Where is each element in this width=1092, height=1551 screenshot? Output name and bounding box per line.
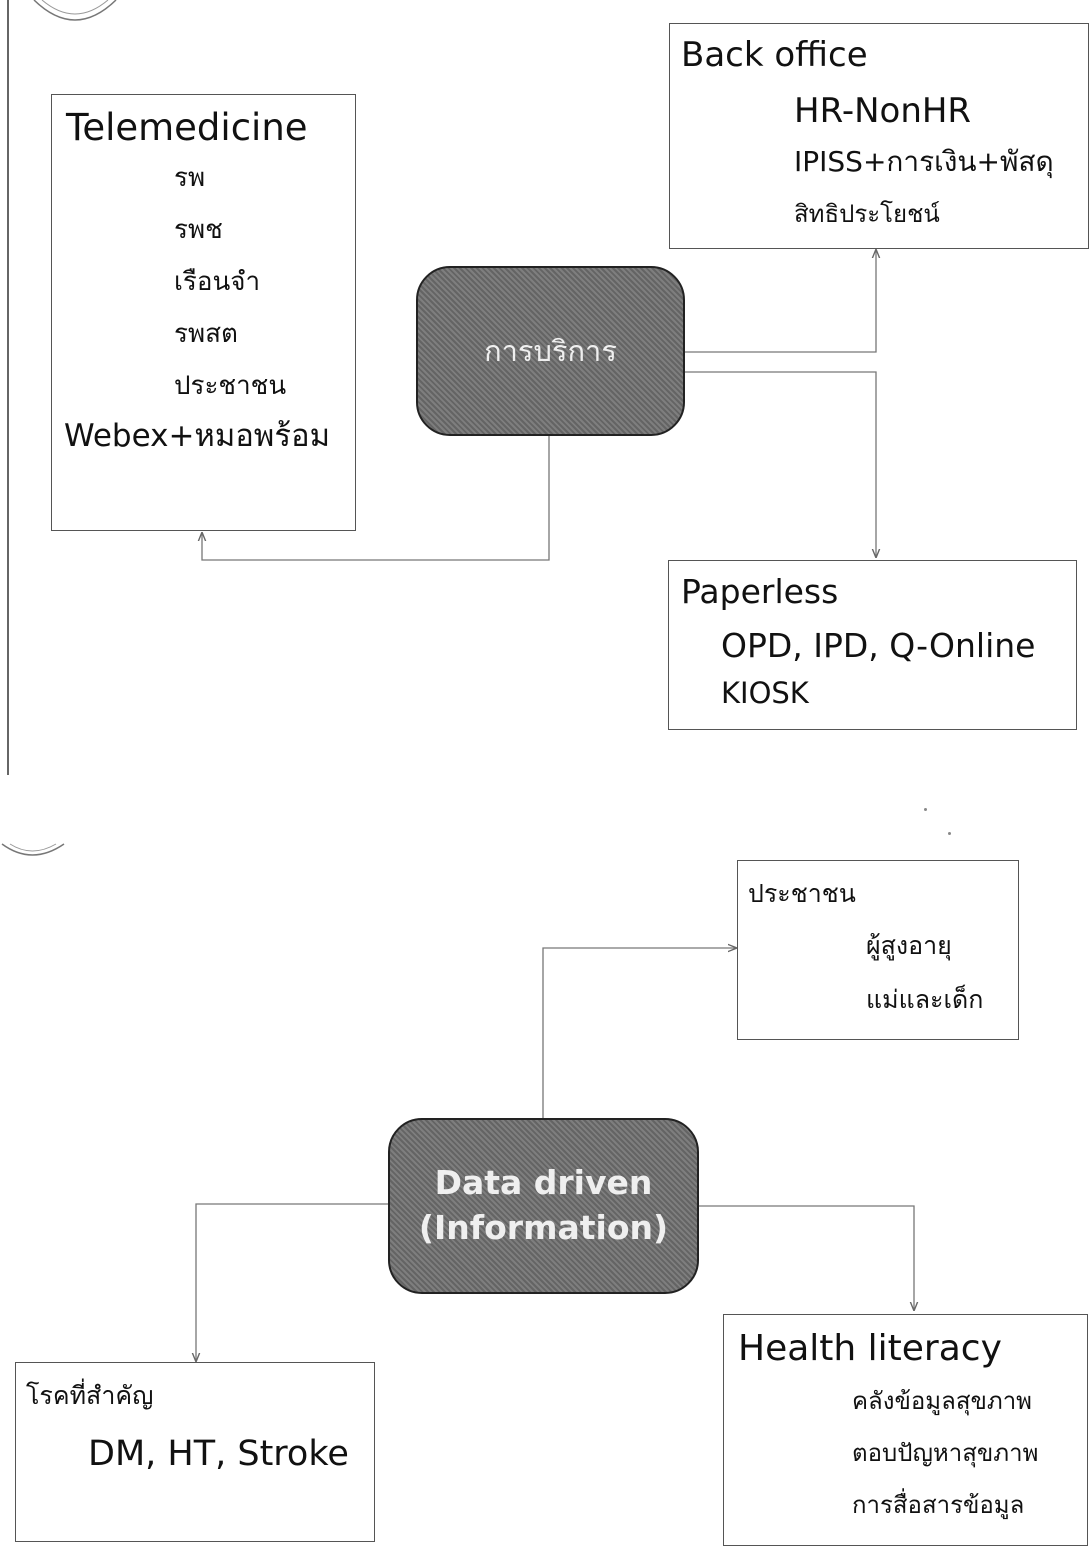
people-box: ประชาชน ผู้สูงอายุ แม่และเด็ก (737, 860, 1019, 1040)
people-item: ผู้สูงอายุ (866, 931, 952, 960)
connector-hub-to-back-office (684, 250, 876, 353)
data-driven-hub-line1: Data driven (434, 1163, 653, 1203)
people-title: ประชาชน (748, 879, 856, 908)
health-literacy-item: การสื่อสารข้อมูล (852, 1491, 1025, 1519)
data-driven-hub: Data driven (Information) (388, 1118, 699, 1294)
diseases-item: DM, HT, Stroke (88, 1434, 349, 1474)
back-office-item: สิทธิประโยชน์ (794, 200, 940, 228)
connector-data-to-people (542, 948, 736, 1118)
health-literacy-title: Health literacy (738, 1328, 1002, 1369)
connector-data-to-diseases (196, 1203, 390, 1361)
health-literacy-item: ตอบปัญหาสุขภาพ (852, 1439, 1039, 1467)
services-hub-label: การบริการ (484, 334, 617, 368)
connector-data-to-health-literacy (698, 1205, 914, 1310)
page-margin-rule (7, 0, 9, 775)
telemedicine-item: เรือนจำ (174, 267, 261, 297)
telemedicine-item: ประชาชน (174, 371, 287, 401)
back-office-item: IPISS+การเงิน+พัสดุ (794, 145, 1054, 178)
back-office-title: Back office (681, 35, 868, 75)
speck (948, 832, 951, 835)
back-office-item: HR-NonHR (794, 91, 972, 131)
telemedicine-title: Telemedicine (66, 106, 308, 149)
paperless-box: Paperless OPD, IPD, Q-Online KIOSK (668, 560, 1077, 730)
data-driven-hub-line2: (Information) (418, 1208, 669, 1247)
services-hub: การบริการ (416, 266, 685, 436)
back-office-box: Back office HR-NonHR IPISS+การเงิน+พัสดุ… (669, 23, 1089, 249)
seal-fragment-bottom (1, 843, 65, 856)
people-item: แม่และเด็ก (866, 985, 984, 1014)
speck (924, 808, 927, 811)
seal-fragment-top (33, 0, 117, 21)
telemedicine-item: รพสต (174, 319, 238, 349)
paperless-item: OPD, IPD, Q-Online (721, 626, 1036, 665)
paperless-title: Paperless (681, 572, 839, 611)
telemedicine-item: รพช (174, 215, 223, 245)
paperless-item: KIOSK (721, 676, 809, 710)
diseases-box: โรคที่สำคัญ DM, HT, Stroke (15, 1362, 375, 1542)
connector-hub-to-paperless (684, 371, 876, 557)
health-literacy-box: Health literacy คลังข้อมูลสุขภาพ ตอบปัญห… (723, 1314, 1088, 1546)
telemedicine-footer: Webex+หมอพร้อม (64, 418, 331, 454)
health-literacy-item: คลังข้อมูลสุขภาพ (852, 1387, 1032, 1415)
telemedicine-box: Telemedicine รพ รพช เรือนจำ รพสต ประชาชน… (51, 94, 356, 531)
telemedicine-item: รพ (174, 163, 206, 193)
diseases-title: โรคที่สำคัญ (26, 1381, 154, 1410)
